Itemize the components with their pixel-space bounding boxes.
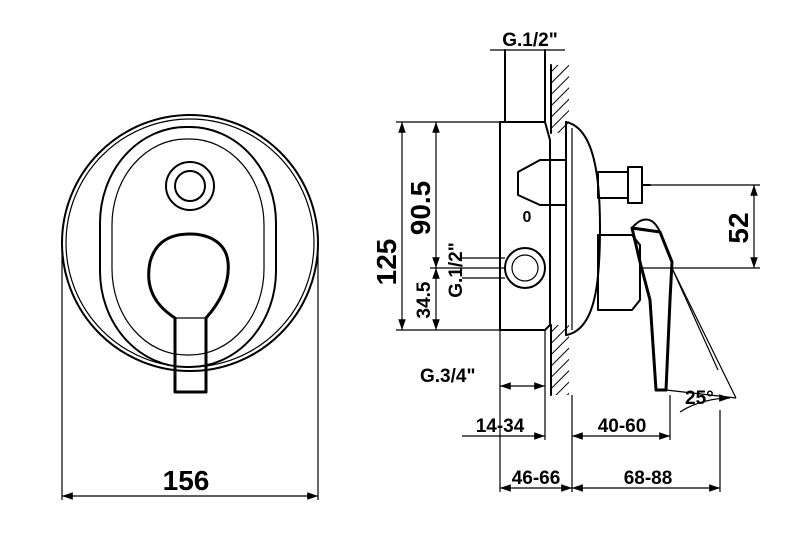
connection-circle-inner — [511, 254, 539, 282]
lever-side — [630, 226, 674, 392]
connection-circle-outer — [504, 247, 546, 289]
dimension-width: 156 — [163, 465, 210, 496]
wall-hatching-top — [551, 65, 569, 133]
dimension-46-66: 46-66 — [512, 468, 561, 489]
cover-plate-side — [565, 121, 601, 336]
diverter-knob-inner — [174, 170, 206, 202]
handle-angle: 25° — [685, 388, 714, 409]
dimension-40-60: 40-60 — [598, 416, 647, 437]
mark-zero: 0 — [523, 209, 532, 226]
label-bottom-connection: G.3/4" — [420, 366, 475, 387]
wall-hatching-bottom — [551, 325, 569, 395]
dimension-90-5: 90.5 — [405, 181, 436, 236]
dimension-125: 125 — [371, 239, 402, 286]
dimension-52: 52 — [723, 212, 754, 243]
dimension-34-5: 34.5 — [414, 281, 435, 318]
diverter-side — [517, 159, 567, 206]
mixer-lever — [147, 232, 230, 394]
label-top-connection: G.1/2" — [502, 30, 557, 51]
side-view: 0 25° G.1/2" 125 90.5 34.5 G.1/2" — [371, 30, 760, 492]
dimension-14-34: 14-34 — [476, 416, 525, 437]
handle-bezel-inner — [111, 138, 265, 356]
handle-bezel-outer — [99, 126, 277, 368]
cartridge-housing — [597, 234, 641, 311]
label-left-connection: G.1/2" — [446, 242, 467, 297]
valve-body — [499, 121, 551, 331]
front-view: 156 — [61, 114, 319, 500]
diverter-knob-outer — [165, 161, 215, 211]
dimension-68-88: 68-88 — [624, 468, 673, 489]
